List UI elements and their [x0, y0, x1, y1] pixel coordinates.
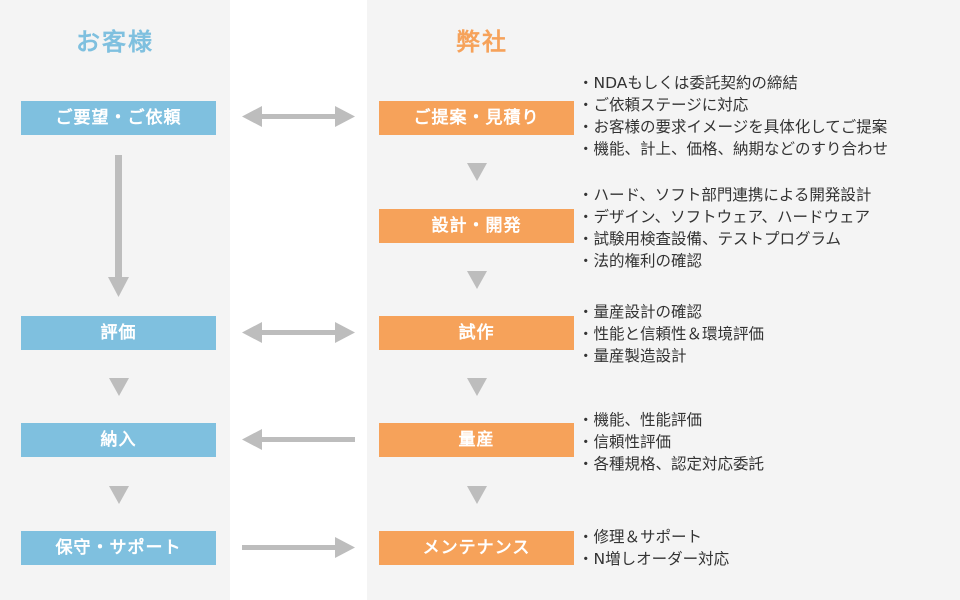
detail-item: ご依頼ステージに対応: [578, 94, 888, 116]
detail-list-design: ハード、ソフト部門連携による開発設計 デザイン、ソフトウェア、ハードウェア 試験…: [578, 184, 872, 272]
long-down-arrow-head: [108, 277, 129, 297]
down-triangle-icon: [467, 163, 487, 181]
company-column-title: 弊社: [456, 28, 508, 56]
left-arrow-shaft: [258, 437, 355, 442]
customer-step-support: 保守・サポート: [21, 531, 216, 565]
company-step-prototype: 試作: [379, 316, 574, 350]
detail-item: 各種規格、認定対応委託: [578, 453, 765, 475]
right-arrowhead-icon: [335, 537, 355, 558]
detail-item: 信頼性評価: [578, 431, 764, 453]
customer-step-delivery: 納入: [21, 423, 216, 457]
double-arrow-shaft: [258, 330, 340, 335]
customer-column-bg: [0, 0, 230, 600]
detail-list-prototype: 量産設計の確認 性能と信頼性＆環境評価 量産製造設計: [578, 301, 765, 367]
company-step-design: 設計・開発: [379, 209, 574, 243]
detail-item: 修理＆サポート: [578, 526, 729, 548]
double-arrow-shaft: [258, 114, 340, 119]
right-arrowhead-icon: [335, 106, 355, 127]
company-step-maintenance: メンテナンス: [379, 531, 574, 565]
customer-step-evaluation: 評価: [21, 316, 216, 350]
right-arrow-shaft: [242, 545, 340, 550]
customer-step-request: ご要望・ご依頼: [21, 101, 216, 135]
down-triangle-icon: [467, 271, 487, 289]
detail-item: 機能、性能評価: [578, 409, 764, 431]
detail-item: 性能と信頼性＆環境評価: [578, 323, 765, 345]
detail-list-proposal: NDAもしくは委託契約の締結 ご依頼ステージに対応 お客様の要求イメージを具体化…: [578, 72, 889, 160]
detail-item: デザイン、ソフトウェア、ハードウェア: [578, 206, 871, 228]
down-triangle-icon: [109, 378, 129, 396]
detail-list-maintenance: 修理＆サポート N増しオーダー対応: [578, 526, 730, 570]
detail-item: お客様の要求イメージを具体化してご提案: [578, 116, 888, 138]
down-triangle-icon: [467, 378, 487, 396]
detail-item: 試験用検査設備、テストプログラム: [578, 228, 871, 250]
customer-column-title: お客様: [76, 28, 154, 56]
company-step-proposal: ご提案・見積り: [379, 101, 574, 135]
detail-item: 量産設計の確認: [578, 301, 764, 323]
right-arrowhead-icon: [335, 322, 355, 343]
company-step-mass-production: 量産: [379, 423, 574, 457]
detail-list-mass-production: 機能、性能評価 信頼性評価 各種規格、認定対応委託: [578, 409, 765, 475]
down-triangle-icon: [467, 486, 487, 504]
left-arrowhead-icon: [242, 429, 262, 450]
left-arrowhead-icon: [242, 322, 262, 343]
down-triangle-icon: [109, 486, 129, 504]
long-down-arrow-shaft: [115, 155, 122, 277]
detail-item: ハード、ソフト部門連携による開発設計: [578, 184, 872, 206]
detail-item: 量産製造設計: [578, 345, 764, 367]
detail-item: 法的権利の確認: [578, 250, 871, 272]
detail-item: NDAもしくは委託契約の締結: [578, 72, 888, 94]
detail-item: 機能、計上、価格、納期などのすり合わせ: [578, 138, 889, 160]
detail-item: N増しオーダー対応: [578, 548, 730, 570]
left-arrowhead-icon: [242, 106, 262, 127]
